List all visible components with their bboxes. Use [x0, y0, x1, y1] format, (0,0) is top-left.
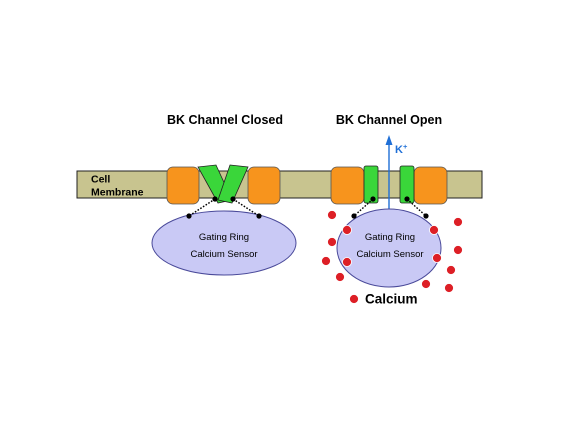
calcium-legend-label: Calcium — [365, 292, 418, 307]
calcium-legend-icon — [349, 294, 359, 304]
calcium-ion — [342, 257, 352, 267]
open-channel-right-subunit — [413, 166, 448, 205]
calcium-ion — [444, 283, 454, 293]
open-ring-label-line1: Gating Ring — [365, 232, 415, 243]
calcium-ion — [429, 225, 439, 235]
closed-channel-left-subunit — [166, 166, 200, 205]
open-gate-left-anchor — [370, 196, 376, 202]
calcium-ion — [432, 253, 442, 263]
open-gate-right-anchor — [404, 196, 410, 202]
calcium-ion — [342, 225, 352, 235]
calcium-ion — [446, 265, 456, 275]
closed-ring-label-line1: Gating Ring — [199, 232, 249, 243]
closed-channel-right-subunit — [247, 166, 281, 205]
open-channel-left-subunit — [330, 166, 365, 205]
closed-channel-title: BK Channel Closed — [167, 113, 283, 127]
open-gating-ring — [336, 208, 442, 288]
potassium-ion-label: K+ — [395, 142, 408, 156]
calcium-ion — [335, 272, 345, 282]
calcium-ion — [453, 245, 463, 255]
calcium-ion — [453, 217, 463, 227]
membrane-label-line1: Cell — [91, 174, 110, 186]
open-ring-right-anchor — [423, 213, 429, 219]
closed-left-linker — [188, 198, 216, 217]
open-channel-title: BK Channel Open — [336, 113, 442, 127]
closed-gate-right-anchor — [230, 196, 236, 202]
open-left-linker — [353, 198, 374, 217]
closed-ring-label-line2: Calcium Sensor — [190, 249, 257, 260]
open-ring-left-anchor — [351, 213, 357, 219]
closed-gating-ring — [151, 210, 297, 276]
closed-channel-right-gate — [217, 164, 249, 204]
closed-right-linker — [232, 198, 260, 217]
closed-gate-left-anchor — [212, 196, 218, 202]
open-ring-label-line2: Calcium Sensor — [356, 249, 423, 260]
calcium-ion — [327, 210, 337, 220]
calcium-ion — [321, 256, 331, 266]
closed-ring-left-anchor — [186, 213, 192, 219]
membrane-label-line2: Membrane — [91, 187, 144, 199]
calcium-ion — [327, 237, 337, 247]
closed-ring-right-anchor — [256, 213, 262, 219]
open-channel-left-gate — [363, 165, 379, 204]
arrow-head-icon — [385, 135, 393, 145]
open-channel-right-gate — [399, 165, 415, 204]
calcium-ion — [421, 279, 431, 289]
open-right-linker — [406, 198, 427, 217]
